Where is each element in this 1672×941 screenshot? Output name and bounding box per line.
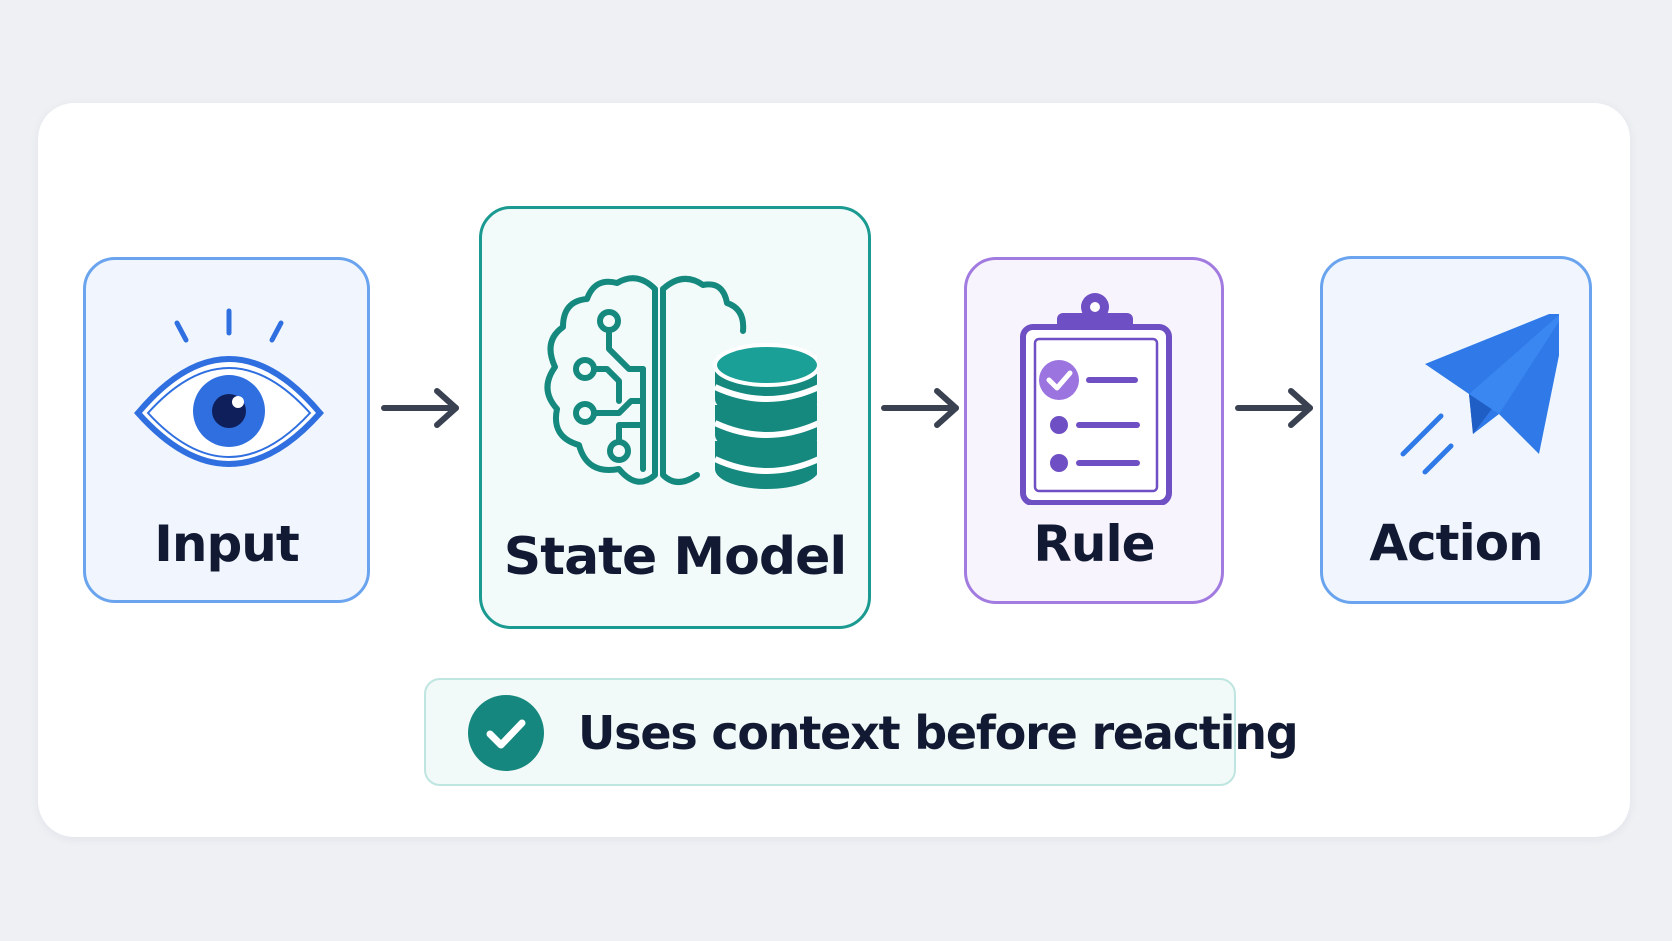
step-action: Action [1320, 256, 1592, 604]
eye-icon [134, 308, 324, 467]
summary-badge: Uses context before reacting [424, 678, 1299, 786]
step-rule: Rule [964, 257, 1224, 604]
step-label: Input [154, 515, 300, 573]
brain-database-icon [544, 275, 817, 489]
step-label: State Model [503, 527, 847, 587]
arrow-right-icon [1235, 388, 1313, 428]
check-circle-icon [468, 695, 544, 771]
arrow-right-icon [881, 388, 959, 428]
step-label: Rule [1033, 515, 1155, 573]
step-label: Action [1369, 514, 1543, 572]
clipboard-checklist-icon [1020, 293, 1172, 505]
arrow-right-icon [381, 388, 459, 428]
badge-text: Uses context before reacting [578, 706, 1299, 760]
step-state-model: State Model [479, 206, 871, 629]
paper-plane-icon [1400, 314, 1559, 475]
step-input: Input [83, 257, 370, 603]
